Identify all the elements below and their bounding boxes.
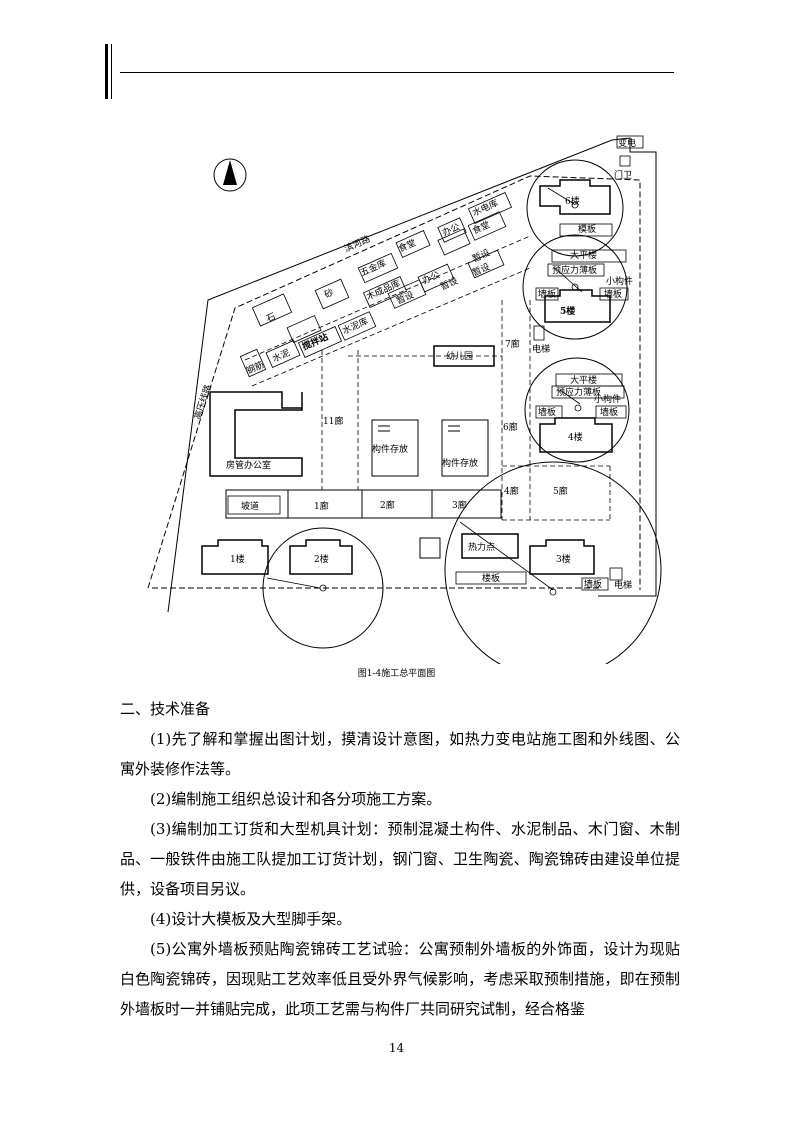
crane-radius-6 — [526, 159, 624, 257]
label-hardware: 五金库 — [358, 257, 388, 279]
label-road-6: 6廊 — [503, 421, 518, 433]
inner-boundary — [147, 175, 641, 590]
label-storage1: 构件存放 — [372, 443, 408, 455]
office-building — [209, 391, 303, 477]
crane-radius-3 — [444, 461, 662, 664]
label-b5-big-slab: 大平楼 — [570, 249, 597, 261]
page-number: 14 — [388, 1041, 405, 1055]
label-b3-slab: 楼板 — [482, 572, 500, 584]
building-1 — [201, 539, 269, 575]
label-sand: 砂 — [322, 286, 335, 301]
paragraph-item-1: (1)先了解和掌握出图计划，摸清设计意图，如热力变电站施工图和外线图、公寓外装修… — [120, 730, 680, 778]
figure-caption: 图1-4施工总平面图 — [357, 669, 436, 679]
label-b4-wall-right: 墙板 — [600, 406, 618, 418]
crane-radius-5 — [522, 234, 628, 340]
label-road-4: 4廊 — [504, 485, 519, 497]
label-kindergarten: 幼儿园 — [446, 350, 473, 362]
label-road-11: 11廊 — [323, 415, 343, 427]
label-road-1: 1廊 — [314, 500, 329, 512]
paragraph-item-5: (5)公寓外墙板预贴陶瓷锦砖工艺试验：公寓预制外墙板的外饰面，设计为现贴白色陶瓷… — [120, 940, 680, 1018]
label-ramp: 坡道 — [241, 500, 259, 512]
kindergarten-building — [433, 345, 495, 367]
label-office-building: 房管办公室 — [226, 459, 271, 471]
label-elevator2: 电梯 — [614, 579, 632, 591]
label-b6-formwork: 模板 — [578, 223, 596, 235]
label-water-elec: 水电库 — [470, 197, 500, 219]
paragraph-item-3: (3)编制加工订货和大型机具计划：预制混凝土构件、水泥制品、木门窗、木制品、一般… — [120, 820, 680, 898]
building-4 — [539, 417, 613, 453]
label-b4-prestress: 预应力薄板 — [556, 386, 601, 398]
label-b4-wall-left: 墙板 — [538, 406, 556, 418]
label-b5-wall-right: 墙板 — [604, 288, 622, 300]
label-road-7: 7廊 — [505, 338, 520, 350]
site-boundary — [167, 137, 657, 613]
label-road-5: 5廊 — [553, 485, 568, 497]
label-substation: 变电 — [618, 137, 636, 149]
paragraph-item-4: (4)设计大模板及大型脚手架。 — [150, 910, 352, 928]
label-building-5: 5楼 — [560, 305, 575, 317]
building-6 — [539, 179, 611, 215]
label-elevator1: 电梯 — [532, 343, 550, 355]
building-2 — [289, 539, 353, 575]
label-b5-wall-left: 墙板 — [538, 288, 556, 300]
site-plan-diagram: 变电 门卫 滨河路 高压线路 石 砂 钢筋 水泥 搅拌站 水泥库 五金库 食堂 … — [147, 135, 662, 664]
label-temp4: 暂设 — [470, 246, 491, 264]
section-heading: 二、技术准备 — [120, 700, 211, 718]
crane-radius-4 — [524, 357, 630, 463]
label-temp2: 暂设 — [438, 274, 459, 292]
building-3 — [529, 539, 595, 575]
label-building-3: 3楼 — [556, 553, 571, 565]
label-b5-small: 小构件 — [606, 275, 633, 287]
label-b5-prestress: 预应力薄板 — [552, 264, 597, 276]
label-building-6: 6楼 — [565, 195, 580, 207]
label-road-3: 3廊 — [452, 499, 467, 511]
label-gate: 门卫 — [614, 169, 632, 181]
label-b4-big-slab: 大平楼 — [570, 374, 597, 386]
header-rule — [120, 72, 674, 73]
header-bar-thin — [111, 44, 112, 99]
label-heat-station: 热力点 — [468, 541, 495, 553]
label-road-north: 滨河路 — [342, 233, 372, 255]
paragraph-item-2: (2)编制施工组织总设计和各分项施工方案。 — [150, 790, 442, 808]
north-arrow — [213, 158, 247, 192]
label-temp1: 暂设 — [394, 288, 415, 306]
label-b3-wall: 墙板 — [584, 578, 602, 590]
label-building-4: 4楼 — [568, 431, 583, 443]
header-bar — [105, 44, 108, 99]
label-storage2: 构件存放 — [442, 457, 478, 469]
label-building-1: 1楼 — [230, 553, 245, 565]
building-5 — [544, 289, 611, 323]
body-text: 二、技术准备 (1)先了解和掌握出图计划，摸清设计意图，如热力变电站施工图和外线… — [120, 694, 680, 1024]
label-road-2: 2廊 — [380, 499, 395, 511]
label-b4-small: 小构件 — [594, 393, 621, 405]
label-stone: 石 — [265, 312, 277, 325]
crane-radius-2 — [262, 527, 384, 649]
label-building-2: 2楼 — [314, 553, 329, 565]
heat-station — [461, 533, 519, 559]
